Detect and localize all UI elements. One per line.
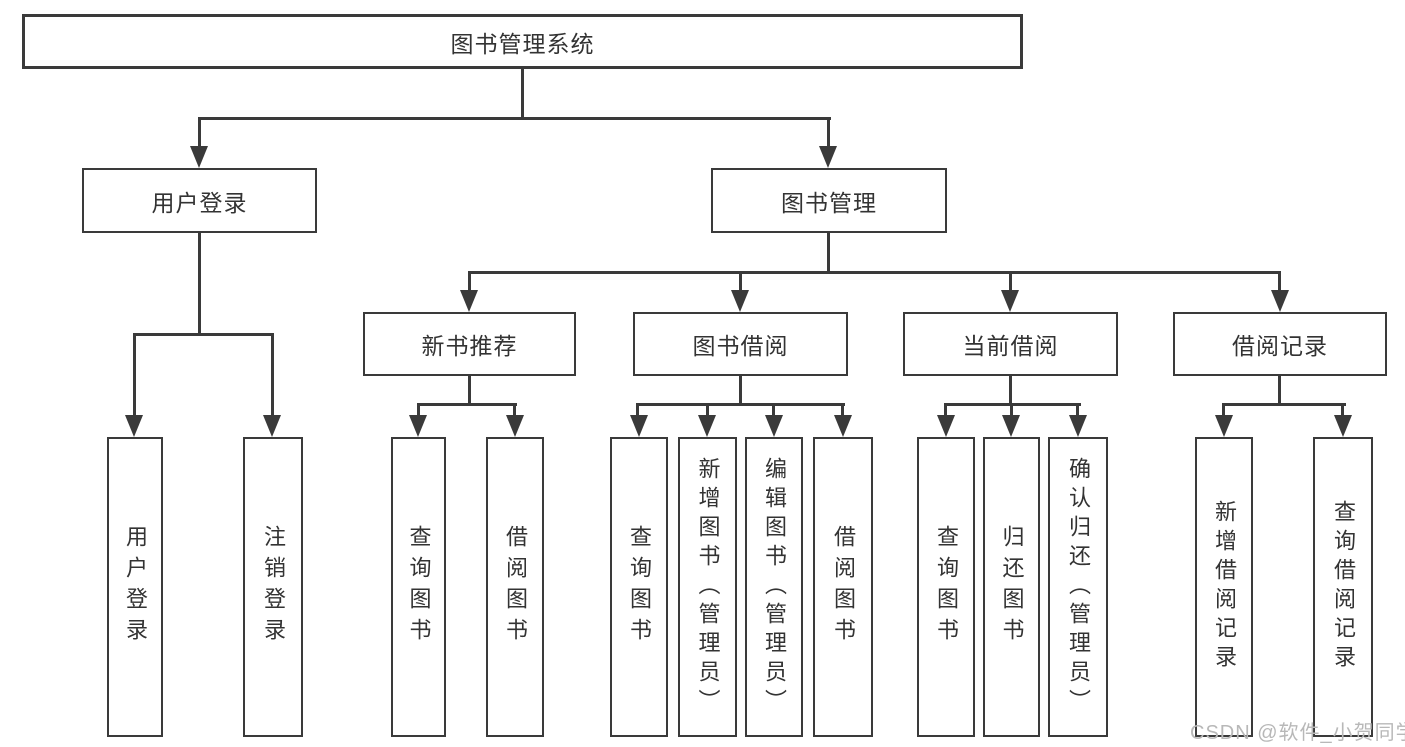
node-user-login: 用户登录 bbox=[82, 168, 317, 233]
arrowhead-icon bbox=[506, 415, 524, 437]
connector-line bbox=[468, 376, 471, 406]
arrowhead-icon bbox=[1215, 415, 1233, 437]
connector-line bbox=[133, 333, 274, 336]
node-label: 归还图书 bbox=[999, 525, 1025, 649]
arrowhead-icon bbox=[1334, 415, 1352, 437]
node-label: 新增借阅记录 bbox=[1212, 500, 1237, 674]
node-book-borrow: 图书借阅 bbox=[633, 312, 848, 376]
node-query-books-leaf: 查询图书 bbox=[917, 437, 975, 737]
node-label: 注销登录 bbox=[261, 525, 286, 649]
arrowhead-icon bbox=[731, 290, 749, 312]
node-label: 新增图书（管理员） bbox=[695, 456, 721, 718]
node-query-borrow-record-leaf: 查询借阅记录 bbox=[1313, 437, 1373, 737]
connector-line bbox=[198, 117, 201, 150]
arrowhead-icon bbox=[1069, 415, 1087, 437]
connector-line bbox=[1009, 376, 1012, 406]
arrowhead-icon bbox=[819, 146, 837, 168]
node-add-borrow-record-leaf: 新增借阅记录 bbox=[1195, 437, 1253, 737]
connector-line bbox=[944, 403, 947, 417]
node-label: 借阅图书 bbox=[831, 525, 856, 649]
node-label: 借阅图书 bbox=[503, 525, 528, 649]
node-new-book-recommend: 新书推荐 bbox=[363, 312, 576, 376]
arrowhead-icon bbox=[630, 415, 648, 437]
node-label: 编辑图书（管理员） bbox=[762, 456, 787, 718]
node-current-borrow: 当前借阅 bbox=[903, 312, 1118, 376]
connector-line bbox=[636, 403, 845, 406]
connector-line bbox=[739, 376, 742, 406]
connector-line bbox=[468, 271, 1281, 274]
connector-line bbox=[739, 271, 742, 293]
node-label: 图书管理 bbox=[781, 189, 877, 216]
arrowhead-icon bbox=[409, 415, 427, 437]
connector-line bbox=[1009, 271, 1012, 293]
node-label: 查询图书 bbox=[627, 525, 652, 649]
node-label: 图书借阅 bbox=[692, 333, 789, 359]
connector-line bbox=[417, 403, 420, 417]
node-label: 新书推荐 bbox=[421, 333, 518, 359]
arrowhead-icon bbox=[125, 415, 143, 437]
connector-line bbox=[198, 233, 201, 336]
connector-line bbox=[706, 403, 709, 417]
node-confirm-return-admin-leaf: 确认归还（管理员） bbox=[1048, 437, 1108, 737]
watermark: CSDN @软件_小贺同学 bbox=[1190, 722, 1405, 744]
connector-line bbox=[1278, 376, 1281, 406]
node-label: 查询图书 bbox=[406, 525, 432, 649]
node-label: 查询借阅记录 bbox=[1331, 500, 1356, 674]
connector-line bbox=[133, 333, 136, 417]
connector-line bbox=[513, 403, 516, 417]
connector-line bbox=[1222, 403, 1225, 417]
node-query-books-leaf: 查询图书 bbox=[391, 437, 446, 737]
node-label: 当前借阅 bbox=[962, 333, 1059, 359]
arrowhead-icon bbox=[460, 290, 478, 312]
node-logout-leaf: 注销登录 bbox=[243, 437, 303, 737]
connector-line bbox=[827, 233, 830, 274]
node-label: 借阅记录 bbox=[1232, 333, 1328, 359]
node-query-books-leaf: 查询图书 bbox=[610, 437, 668, 737]
connector-line bbox=[636, 403, 639, 417]
connector-line bbox=[1076, 403, 1079, 417]
node-add-books-admin-leaf: 新增图书（管理员） bbox=[678, 437, 737, 737]
connector-line bbox=[1278, 271, 1281, 293]
arrowhead-icon bbox=[190, 146, 208, 168]
node-user-login-leaf: 用户登录 bbox=[107, 437, 163, 737]
arrowhead-icon bbox=[1271, 290, 1289, 312]
node-book-management: 图书管理 bbox=[711, 168, 947, 233]
connector-line bbox=[1010, 403, 1013, 417]
node-borrow-records: 借阅记录 bbox=[1173, 312, 1387, 376]
node-return-books-leaf: 归还图书 bbox=[983, 437, 1040, 737]
connector-line bbox=[521, 69, 524, 119]
connector-line bbox=[841, 403, 844, 417]
connector-line bbox=[417, 403, 517, 406]
node-edit-books-admin-leaf: 编辑图书（管理员） bbox=[745, 437, 803, 737]
node-borrow-books-leaf: 借阅图书 bbox=[813, 437, 873, 737]
connector-line bbox=[827, 117, 830, 150]
arrowhead-icon bbox=[937, 415, 955, 437]
node-library-management-system: 图书管理系统 bbox=[22, 14, 1023, 69]
arrowhead-icon bbox=[263, 415, 281, 437]
connector-line bbox=[271, 333, 274, 417]
node-label: 确认归还（管理员） bbox=[1066, 456, 1091, 718]
connector-line bbox=[468, 271, 471, 293]
node-label: 用户登录 bbox=[123, 525, 148, 649]
node-label: 用户登录 bbox=[151, 189, 248, 216]
arrowhead-icon bbox=[765, 415, 783, 437]
node-borrow-books-leaf: 借阅图书 bbox=[486, 437, 544, 737]
node-label: 查询图书 bbox=[934, 525, 959, 649]
connector-line bbox=[1341, 403, 1344, 417]
connector-line bbox=[1222, 403, 1346, 406]
arrowhead-icon bbox=[834, 415, 852, 437]
arrowhead-icon bbox=[698, 415, 716, 437]
connector-line bbox=[198, 117, 831, 120]
connector-line bbox=[772, 403, 775, 417]
arrowhead-icon bbox=[1001, 290, 1019, 312]
arrowhead-icon bbox=[1002, 415, 1020, 437]
node-label: 图书管理系统 bbox=[450, 30, 595, 57]
